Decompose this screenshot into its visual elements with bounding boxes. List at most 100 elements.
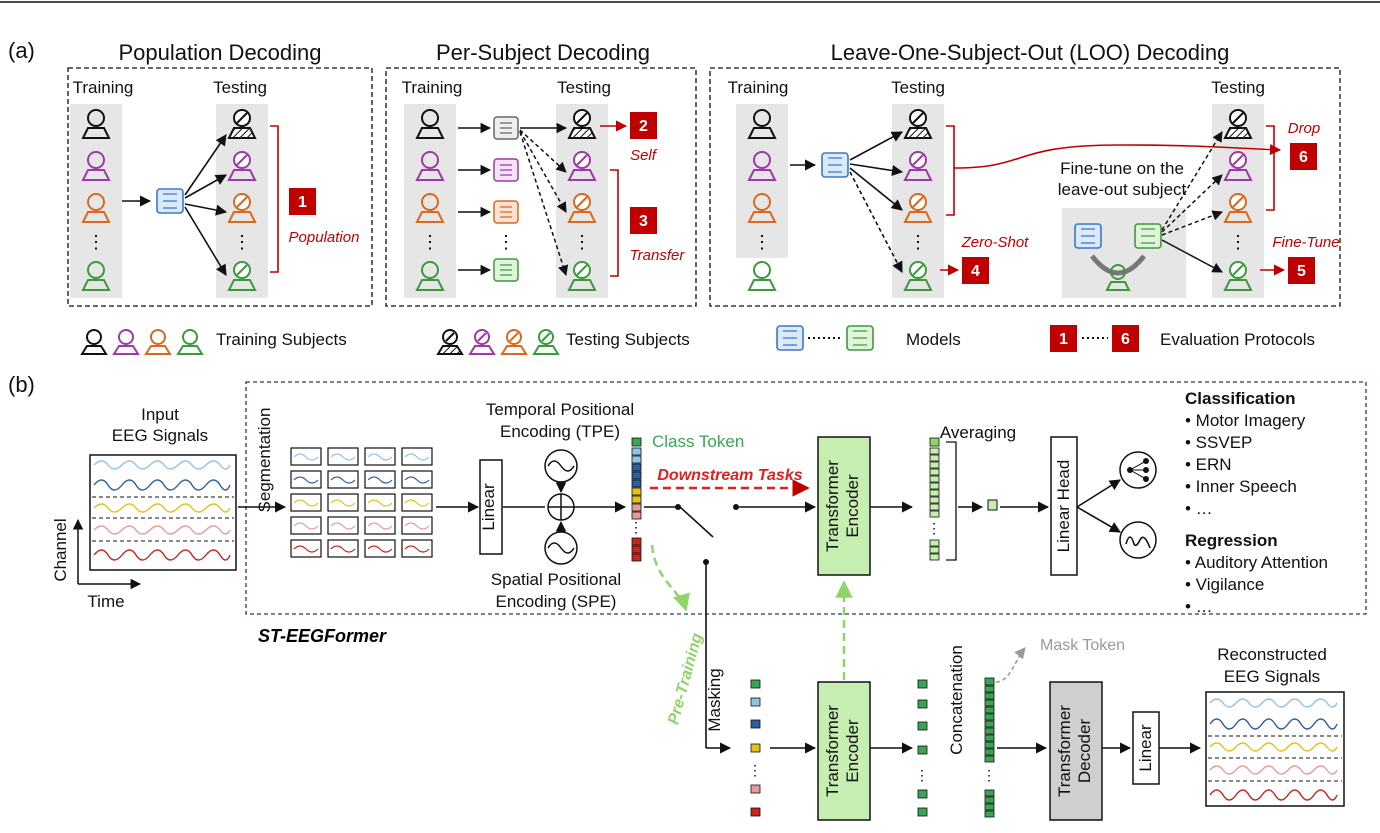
population-box <box>67 67 373 307</box>
per-subject-box <box>385 67 697 307</box>
input-title-1: Input <box>141 405 179 424</box>
model-chip-icon <box>846 325 874 351</box>
linear-head-box <box>1050 436 1078 576</box>
test-subject-icon <box>567 261 597 291</box>
spe-label-2: Encoding (SPE) <box>496 592 617 611</box>
recon-title-2: EEG Signals <box>1224 667 1320 686</box>
ellipsis-icon: ⋮ <box>573 232 591 252</box>
ellipsis-icon: ⋮ <box>915 767 929 783</box>
subject-icon <box>81 109 111 139</box>
per-subject-models: ⋮ <box>493 116 519 282</box>
test-subject-icon <box>567 193 597 223</box>
classification-tree-icon <box>1119 451 1157 489</box>
model-chip-icon <box>493 200 519 224</box>
loo-testing-subjects-1: ⋮ <box>903 109 933 291</box>
ellipsis-icon: ⋮ <box>629 519 643 535</box>
protocol-5-label: Fine-Tune <box>1272 234 1339 251</box>
segmentation-label: Segmentation <box>255 408 274 513</box>
subject-icon <box>415 109 445 139</box>
ellipsis-icon: ⋮ <box>748 762 762 778</box>
linear-head-label: Linear Head <box>1054 460 1073 553</box>
subject-icon <box>415 151 445 181</box>
ellipsis-icon: ⋮ <box>497 232 515 252</box>
test-subject-icon <box>567 151 597 181</box>
protocol-3-label: Transfer <box>630 247 686 264</box>
protocol-5-number: 5 <box>1297 263 1306 280</box>
population-training-label: Training <box>73 78 134 97</box>
linear-embed-box <box>479 459 503 555</box>
protocol-3-number: 3 <box>639 213 648 230</box>
reconstructed-eeg-plot <box>1205 691 1345 807</box>
subject-icon <box>81 193 111 223</box>
ellipsis-icon: ⋮ <box>909 232 927 252</box>
downstream-label: Downstream Tasks <box>657 467 802 484</box>
loo-testing-subjects-2: ⋮ <box>1223 109 1253 291</box>
subject-icon <box>415 261 445 291</box>
masking-label: Masking <box>705 668 724 731</box>
legend-testing-subjects <box>436 329 560 355</box>
finetune-note-line1: Fine-tune on the <box>1060 159 1184 178</box>
input-title-2: EEG Signals <box>112 426 208 445</box>
finetune-arc <box>1090 254 1146 276</box>
ellipsis-icon: ⋮ <box>87 232 105 252</box>
model-chip-icon <box>1074 223 1102 249</box>
axis-time-label: Time <box>87 592 124 611</box>
test-subject-icon <box>903 151 933 181</box>
per-subject-title: Per-Subject Decoding <box>436 40 650 65</box>
loo-title: Leave-One-Subject-Out (LOO) Decoding <box>831 40 1230 65</box>
tpe-wave-icon <box>544 449 578 483</box>
transformer-decoder <box>1049 681 1103 821</box>
ellipsis-icon: ⋮ <box>421 232 439 252</box>
classification-item: • SSVEP <box>1185 433 1252 452</box>
panel-b-label: (b) <box>8 372 35 397</box>
per-subject-testing-label: Testing <box>557 78 611 97</box>
encoder-top-label-2: Encoder <box>843 474 862 538</box>
loo-box <box>709 67 1341 307</box>
subject-icon <box>415 193 445 223</box>
protocol-2-badge <box>630 112 657 139</box>
test-subject-icon <box>567 109 597 139</box>
population-train-bg <box>70 104 122 298</box>
tpe-label-1: Temporal Positional <box>486 400 634 419</box>
population-training-subjects: ⋮ <box>81 109 111 291</box>
test-subject-icon <box>227 193 257 223</box>
linear-embed-label: Linear <box>479 483 498 531</box>
subject-icon <box>1105 264 1131 291</box>
regression-curve-icon <box>1119 521 1157 559</box>
ellipsis-icon: ⋮ <box>233 232 251 252</box>
protocol-1-badge <box>289 188 316 215</box>
class-token-label: Class Token <box>652 432 744 451</box>
encoded-tokens <box>929 437 940 561</box>
test-subject-icon <box>227 109 257 139</box>
classification-item: • ERN <box>1185 455 1232 474</box>
decoder-label-1: Transformer <box>1055 705 1074 797</box>
test-subject-icon <box>903 193 933 223</box>
loo-testing-label-1: Testing <box>891 78 945 97</box>
legend-training-label: Training Subjects <box>216 330 347 349</box>
protocol-6-badge <box>1290 143 1317 170</box>
pretraining-label: Pre-Training <box>665 631 706 726</box>
protocol-4-label: Zero-Shot <box>961 234 1030 251</box>
subject-icon <box>747 109 777 139</box>
input-eeg-plot <box>89 454 237 571</box>
ellipsis-icon: ⋮ <box>927 520 941 536</box>
subject-icon <box>747 261 777 291</box>
legend-protocol-last-number: 6 <box>1121 331 1130 348</box>
legend-models-label: Models <box>906 330 961 349</box>
protocol-1-number: 1 <box>298 194 307 211</box>
tpe-label-2: Encoding (TPE) <box>500 422 620 441</box>
encoder-bottom-label-2: Encoder <box>843 719 862 783</box>
pooled-token <box>987 499 998 511</box>
test-subject-icon <box>903 109 933 139</box>
legend-protocol-first <box>1050 325 1077 352</box>
loo-training-subjects: ⋮ <box>747 109 777 291</box>
encoded-visible-tokens <box>917 679 928 817</box>
concatenation-label: Concatenation <box>947 645 966 755</box>
model-chip-icon <box>1134 223 1162 249</box>
classification-title: Classification <box>1185 389 1296 408</box>
linear-decoder-label: Linear <box>1136 724 1155 772</box>
classification-item: • Motor Imagery <box>1185 411 1306 430</box>
model-chip-icon <box>821 152 849 178</box>
legend-protocol-first-number: 1 <box>1059 331 1068 348</box>
